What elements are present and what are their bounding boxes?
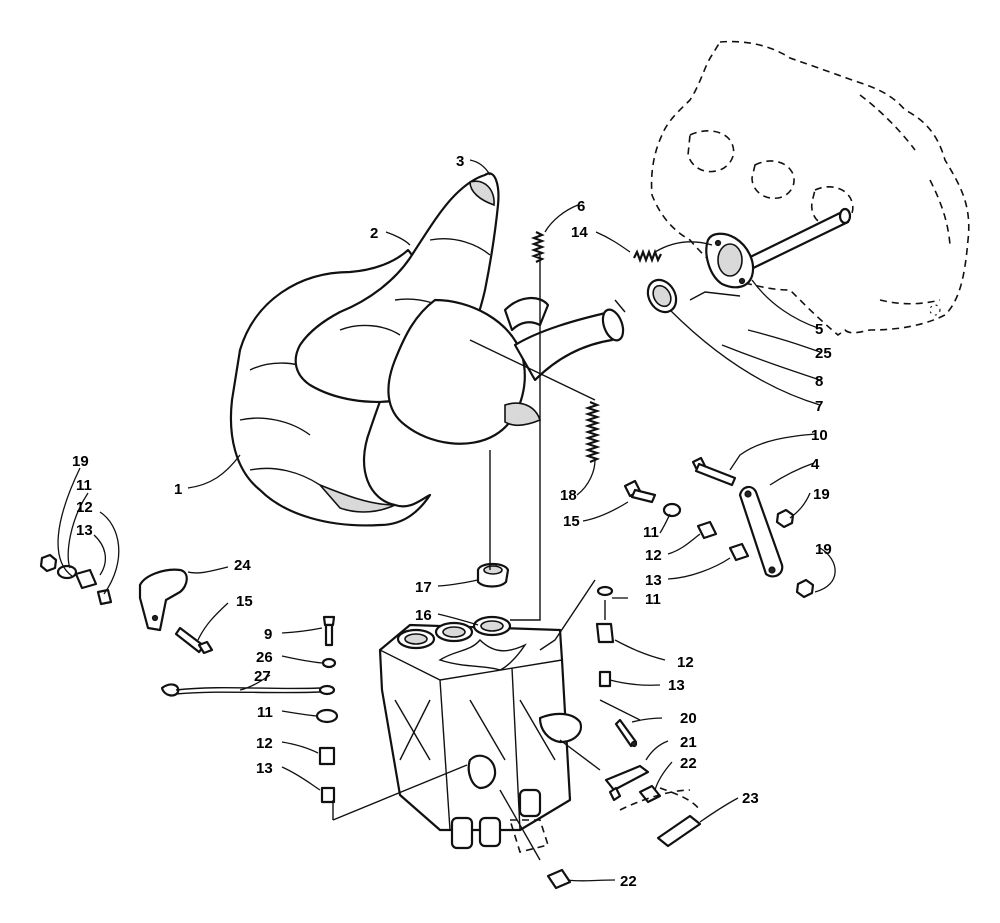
- bracket-24: [138, 568, 188, 632]
- callout-1: 1: [174, 481, 182, 498]
- clip-22-lower: [508, 819, 572, 890]
- callout-7: 7: [815, 398, 823, 415]
- callout-13b: 12: [76, 499, 93, 516]
- callout-26: 26: [256, 649, 273, 666]
- callout-19a: 19: [813, 486, 830, 503]
- callout-20: 20: [680, 710, 697, 727]
- ground-strap-27: [160, 683, 336, 697]
- callout-23: 23: [742, 790, 759, 807]
- spring-18: [584, 400, 601, 464]
- callout-4: 4: [811, 456, 820, 473]
- nut-19-right: [775, 508, 815, 599]
- callout-22a: 22: [680, 755, 697, 772]
- strap-bracket: [738, 485, 784, 578]
- expansion-chamber: [294, 172, 625, 445]
- callout-11d: 11: [257, 704, 273, 721]
- callout-15b: 15: [236, 593, 253, 610]
- callout-16: 16: [415, 607, 432, 624]
- callout-11c: 11: [645, 591, 661, 608]
- callout-6: 6: [577, 198, 585, 215]
- spacer-12-right: [696, 520, 718, 540]
- callout-21: 21: [680, 734, 697, 751]
- callout-labels: 1 2 3 6 14 5 25 8 7 10 4 19 19 19 18 15 …: [72, 153, 832, 890]
- bolt-9: [322, 615, 336, 647]
- callout-24: 24: [234, 557, 251, 574]
- bolt-15-right: [623, 479, 657, 504]
- left-hardware: [39, 553, 113, 606]
- callout-13c: 13: [668, 677, 685, 694]
- assembly-lines: [332, 241, 741, 861]
- callout-19b: 19: [815, 541, 832, 558]
- grommet-17: [476, 562, 510, 588]
- callout-12a: 12: [645, 547, 662, 564]
- callout-18: 18: [560, 487, 577, 504]
- callout-13d: 13: [256, 760, 273, 777]
- callout-5: 5: [815, 321, 823, 338]
- callout-leaders: [57, 159, 836, 882]
- callout-17: 17: [415, 579, 432, 596]
- callout-14: 14: [571, 224, 588, 241]
- callout-11a: 11: [643, 524, 659, 541]
- spring-14: [633, 248, 662, 264]
- callout-11b: 11: [76, 477, 92, 494]
- callout-12c: 12: [677, 654, 694, 671]
- callout-27: 27: [254, 668, 271, 685]
- callout-19c: 19: [72, 453, 89, 470]
- washer-11-right: [662, 502, 682, 518]
- spring-6: [530, 231, 546, 263]
- exhaust-gasket: [646, 278, 678, 314]
- callout-25: 25: [815, 345, 832, 362]
- callout-2: 2: [370, 225, 378, 242]
- engine-outline: [650, 40, 970, 337]
- callout-8: 8: [815, 373, 823, 390]
- callout-9: 9: [264, 626, 272, 643]
- pad-23: [619, 787, 702, 848]
- bushing-13-right: [728, 542, 750, 562]
- callout-15a: 15: [563, 513, 580, 530]
- callout-12b: 13: [76, 522, 93, 539]
- bolt-15-left: [174, 626, 214, 655]
- exhaust-flange: [705, 232, 755, 289]
- callout-13a: 13: [645, 572, 662, 589]
- mounting-rod: [738, 207, 852, 274]
- mount-stack-right: [595, 585, 615, 688]
- washer-26: [321, 657, 337, 669]
- clip-21: [604, 764, 650, 802]
- callout-22b: 22: [620, 873, 637, 890]
- bolt-10: [691, 456, 737, 487]
- left-stack-lower: [315, 708, 339, 804]
- callout-12d: 12: [256, 735, 273, 752]
- sensor-20: [614, 718, 638, 748]
- silencer-box: [378, 615, 583, 850]
- callout-10: 10: [811, 427, 828, 444]
- callout-3: 3: [456, 153, 464, 170]
